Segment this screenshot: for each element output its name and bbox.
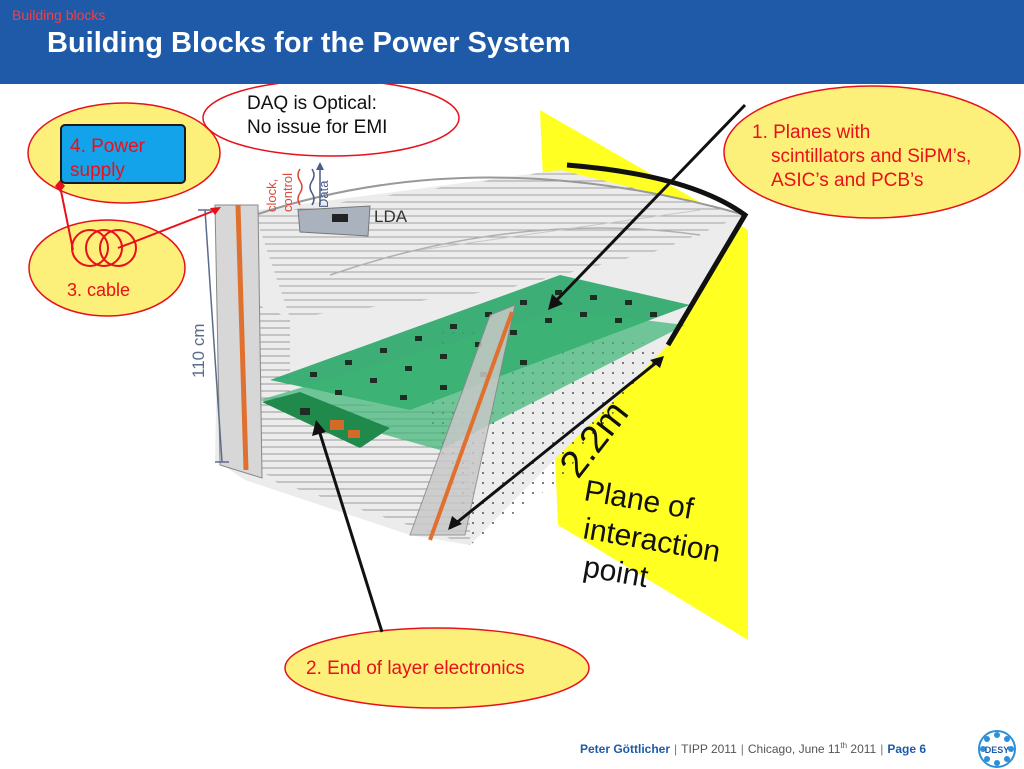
footer-year: 2011 bbox=[850, 742, 877, 756]
cable-callout-text: 3. cable bbox=[67, 280, 131, 300]
planes-callout-bubble bbox=[723, 85, 1021, 219]
power-cable-line bbox=[59, 185, 74, 251]
eol-callout-text: 2. End of layer electronics bbox=[306, 658, 525, 679]
page-title: Building Blocks for the Power System bbox=[47, 27, 571, 59]
length-arrow bbox=[449, 356, 663, 530]
desy-logo-text: DESY bbox=[985, 745, 1010, 755]
eol-callout-bubble bbox=[284, 627, 590, 709]
middle-panel bbox=[409, 304, 516, 536]
footer-author: Peter Göttlicher bbox=[580, 742, 671, 756]
data-wave bbox=[309, 168, 315, 206]
lda-label: LDA bbox=[374, 207, 408, 226]
detector-top-hatch bbox=[255, 170, 745, 318]
control-label: control bbox=[280, 173, 295, 212]
power-callout-text: 4. Power supply bbox=[70, 135, 145, 183]
daq-callout-bubble bbox=[202, 84, 460, 157]
clock-wave bbox=[297, 168, 303, 206]
planes-line-1: 1. Planes with bbox=[752, 122, 871, 143]
planes-line-3: ASIC’s and PCB’s bbox=[771, 170, 924, 191]
planes-line-2: scintillators and SiPM’s, bbox=[771, 146, 972, 167]
detector-diagram: 110 cm LDA clock, control Data 2.2m Plan… bbox=[27, 84, 1021, 709]
height-label: 110 cm bbox=[189, 324, 208, 379]
daq-callout-text: DAQ is Optical: No issue for EMI bbox=[247, 92, 387, 140]
breadcrumb[interactable]: Building blocks bbox=[12, 7, 106, 23]
data-label: Data bbox=[316, 180, 331, 208]
power-line-2: supply bbox=[70, 160, 125, 181]
power-supply-box bbox=[60, 124, 186, 184]
clock-label: clock, bbox=[264, 179, 279, 212]
cable-to-detector-line bbox=[117, 209, 217, 249]
cable-callout-bubble bbox=[28, 219, 186, 317]
footer-location-date: Chicago, June 11 bbox=[747, 742, 841, 756]
footer-date-sup: th bbox=[840, 741, 848, 750]
detector-rim bbox=[566, 162, 749, 347]
daq-line-1: DAQ is Optical: bbox=[247, 93, 377, 114]
planes-pointer bbox=[550, 103, 747, 307]
eol-pointer bbox=[316, 426, 384, 633]
planes-callout-text: 1. Planes with scintillators and SiPM’s,… bbox=[752, 121, 971, 193]
detector-arc bbox=[329, 227, 701, 276]
power-line-1: 4. Power bbox=[70, 136, 145, 157]
footer-conference: TIPP 2011 bbox=[681, 742, 737, 756]
detector-top-edge bbox=[254, 176, 746, 216]
footer: Peter Göttlicher|TIPP 2011|Chicago, June… bbox=[580, 741, 927, 756]
footer-page: Page 6 bbox=[887, 742, 927, 756]
header-bar: Building blocks Building Blocks for the … bbox=[0, 0, 1024, 84]
left-panel bbox=[214, 204, 263, 479]
desy-logo-icon: DESY bbox=[978, 730, 1016, 768]
daq-line-2: No issue for EMI bbox=[247, 117, 388, 138]
